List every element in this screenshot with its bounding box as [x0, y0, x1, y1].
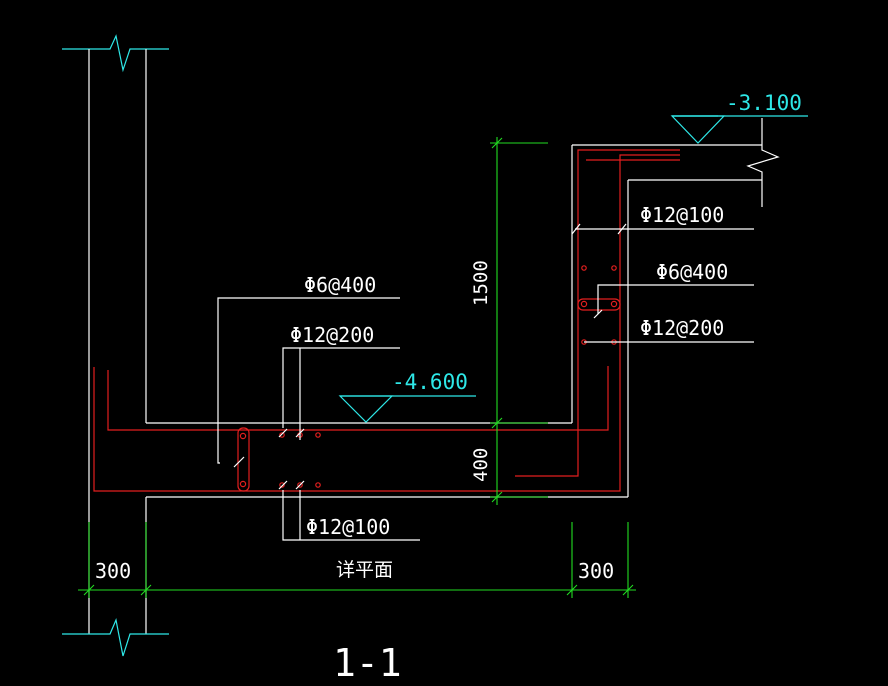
- concrete-outline: [146, 118, 780, 498]
- rebar-label-slab-bottom: Φ12@100: [306, 515, 390, 539]
- rebar-label-right-vertical: Φ12@200: [640, 316, 724, 340]
- rebar-label-right-stirrup: Φ6@400: [656, 260, 728, 284]
- dimension-left-width: 300: [95, 559, 131, 583]
- rebar-label-right-horizontal: Φ12@100: [640, 203, 724, 227]
- rebar-label-slab-top: Φ12@200: [290, 323, 374, 347]
- bottom-break-line: [62, 617, 169, 657]
- rebar-label-slab-stirrup: Φ6@400: [304, 273, 376, 297]
- top-break-line: [62, 34, 169, 73]
- rebar: [93, 149, 680, 492]
- dimension-middle-label: 详平面: [336, 559, 393, 581]
- dimension-slab-thickness: 400: [470, 448, 492, 482]
- section-title: 1-1: [333, 641, 402, 685]
- elevation-bottom-marker: [338, 395, 476, 423]
- elevation-top-marker: [670, 115, 808, 144]
- vertical-dimension: [490, 137, 548, 505]
- dimension-wall-height: 1500: [470, 260, 492, 306]
- leader-lines: [217, 223, 754, 541]
- right-break-line: [746, 118, 780, 207]
- elevation-bottom-label: -4.600: [392, 370, 468, 394]
- horizontal-dimension: [78, 522, 636, 598]
- elevation-top-label: -3.100: [726, 91, 802, 115]
- dimension-right-width: 300: [578, 559, 614, 583]
